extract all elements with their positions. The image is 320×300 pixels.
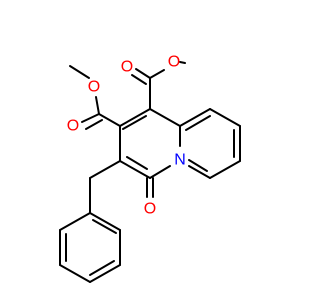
bond-ester1-ether: [149, 69, 165, 79]
bond-ester2-carbonyl-a: [81, 113, 100, 123]
bond-ph3-ph4: [89, 264, 121, 283]
bond-ester2-carbonyl-b: [85, 119, 103, 130]
oxygen-label-ketone: O: [144, 201, 156, 218]
bond-ph1-ph2-inner: [92, 219, 117, 234]
bond-c6-n-inner: [188, 159, 208, 172]
bond-c3-c4: [119, 160, 151, 179]
oxygen-label-ester1-ether: O: [168, 54, 180, 71]
bond-c2-ester2: [98, 113, 121, 127]
bond-c9-c8: [209, 108, 241, 127]
bond-c3-ch2: [89, 160, 121, 179]
bond-ester2-ether: [95, 96, 100, 115]
bond-c9a-c9: [179, 108, 211, 127]
bond-ester2-methyl: [69, 65, 90, 79]
nitrogen-label-ring: N: [174, 152, 186, 169]
bond-c4-n: [149, 165, 171, 179]
bond-c6-n: [188, 165, 211, 179]
oxygen-label-ester2-carbonyl: O: [67, 118, 79, 135]
bond-ph4-ph5: [59, 264, 91, 283]
bond-c1-c2-inner: [122, 115, 147, 130]
bond-c7-c6: [209, 160, 241, 179]
chemical-structure-diagram: O O O O N O: [59, 53, 241, 283]
bond-c3-c4-inner: [126, 156, 148, 170]
bond-ester1-carbonyl-b: [131, 74, 147, 85]
bond-ester1-methyl: [179, 61, 186, 64]
bond-ph6-ph1: [59, 212, 91, 231]
oxygen-label-ester2-ether: O: [88, 79, 100, 96]
bond-c9a-c9-inner: [185, 115, 211, 131]
oxygen-label-ester1-carbonyl: O: [121, 59, 133, 76]
bond-c1-c9a: [149, 108, 181, 127]
bond-c1-c2: [119, 108, 151, 127]
bond-ph3-ph4-inner: [89, 260, 115, 276]
bond-ph1-ph2: [89, 212, 121, 231]
bond-ester1-carbonyl-a: [135, 68, 151, 79]
